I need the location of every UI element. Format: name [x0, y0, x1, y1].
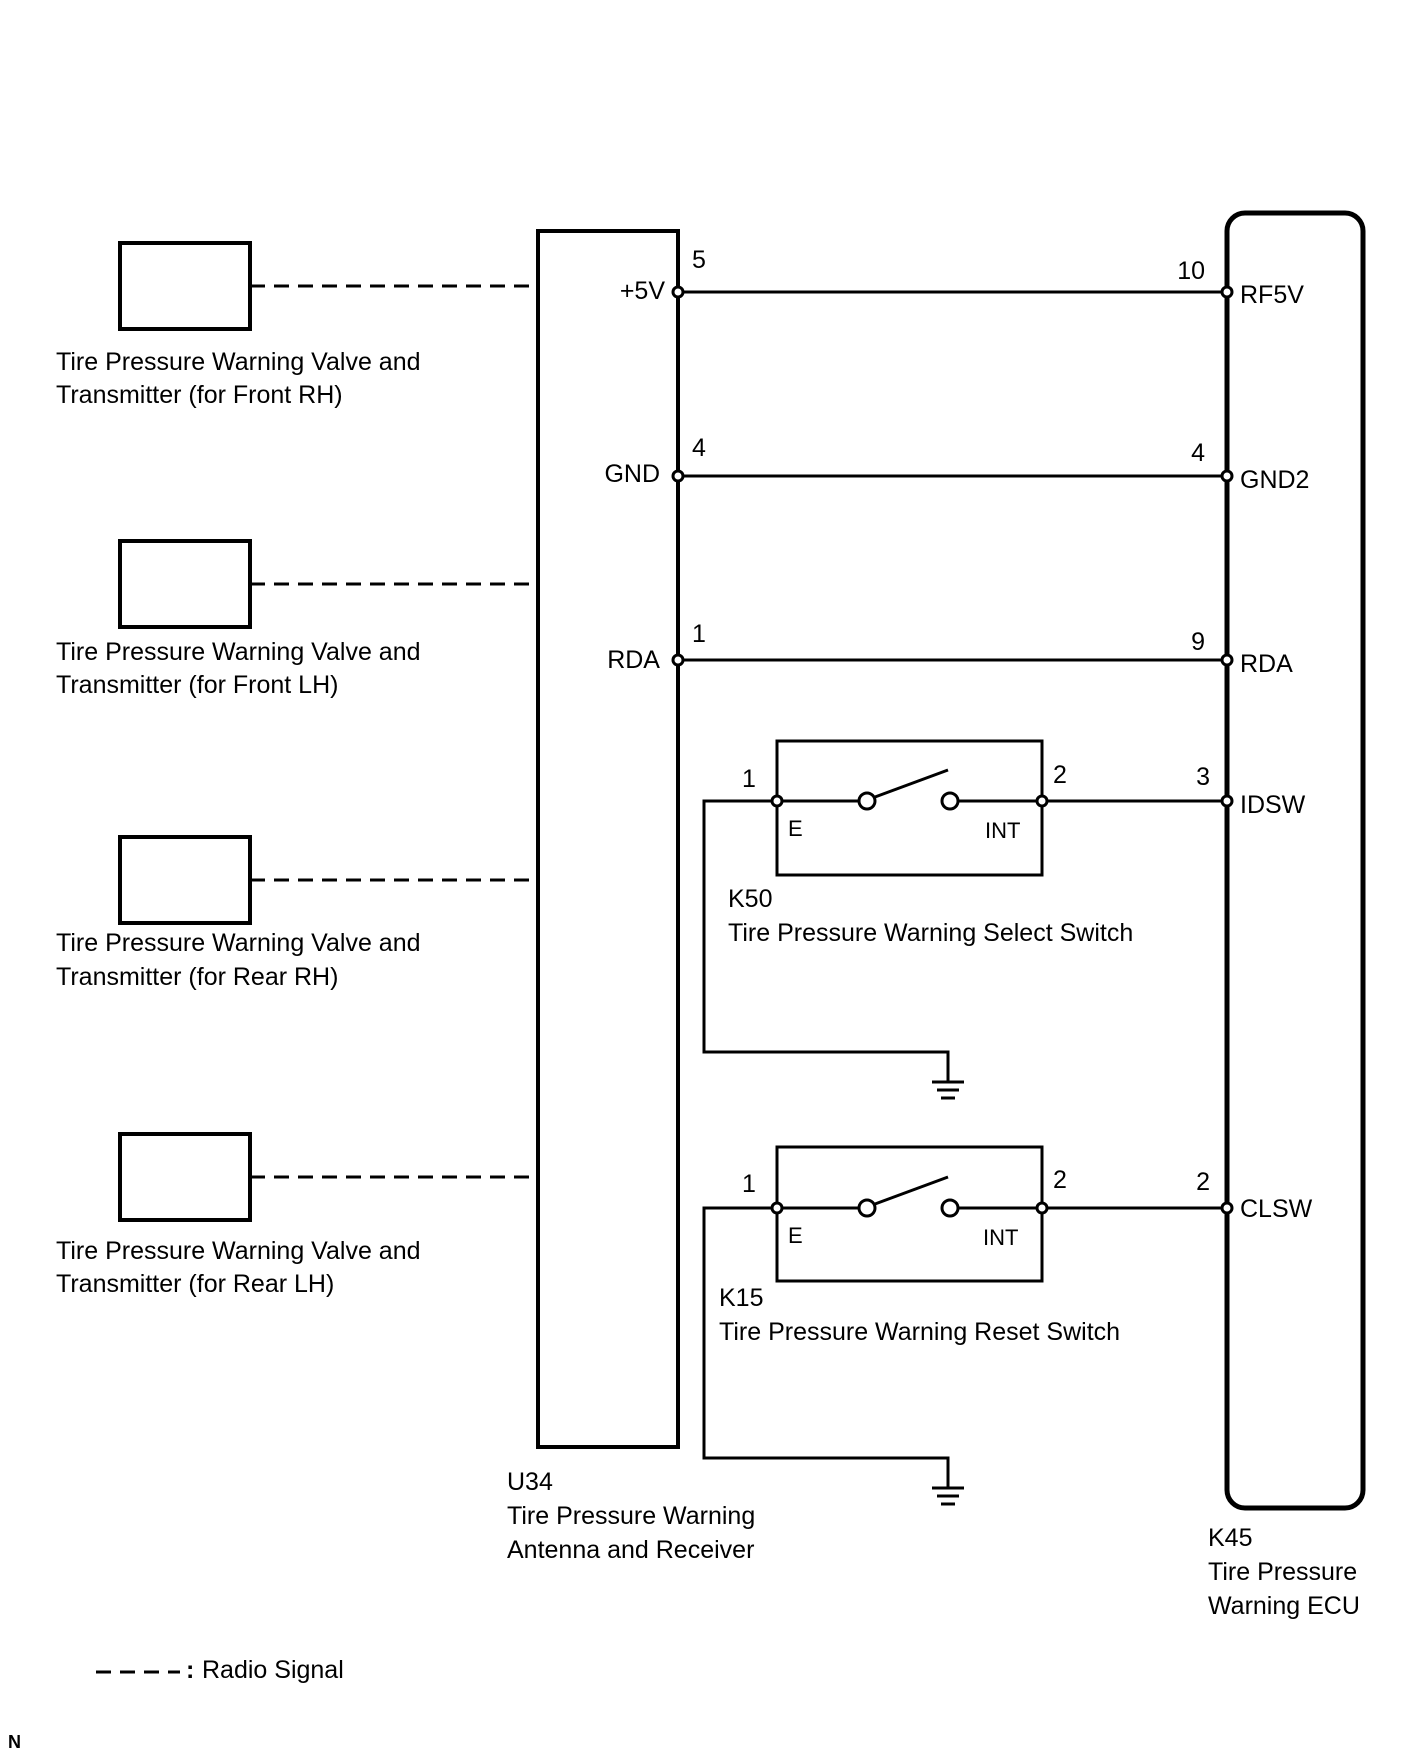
ecu-code: K45 [1208, 1524, 1252, 1552]
pin-marker [1220, 794, 1234, 808]
switch-k15: 1 2 E INT K15 Tire Pressure Warning Rese… [702, 1145, 1120, 1506]
ecu-terminal-gnd2: GND2 [1240, 466, 1309, 494]
pin-marker [1035, 794, 1049, 808]
ecu-label-line2: Warning ECU [1208, 1592, 1360, 1620]
switch-terminal-e: E [788, 816, 803, 841]
legend-separator: : [186, 1656, 194, 1684]
ecu-terminal-rda: RDA [1240, 650, 1293, 678]
ecu-terminal-rf5v: RF5V [1240, 281, 1304, 309]
switch-terminal-int: INT [983, 1225, 1018, 1250]
pin-marker [770, 1201, 784, 1215]
corner-mark: N [8, 1732, 21, 1752]
transmitter-rear-rh: Tire Pressure Warning Valve and Transmit… [56, 835, 538, 991]
connector-pins [671, 285, 1234, 1215]
transmitter-label-line2: Transmitter (for Front RH) [56, 381, 343, 409]
switch-blade [874, 1175, 949, 1206]
pin-marker [671, 653, 685, 667]
switch-box [775, 1145, 1044, 1283]
transmitter-box [118, 241, 252, 331]
receiver-code: U34 [507, 1468, 553, 1496]
switch-pin-right: 2 [1053, 1166, 1067, 1194]
receiver-label-line2: Antenna and Receiver [507, 1536, 754, 1564]
pin-marker [671, 285, 685, 299]
receiver-terminal-gnd: GND [604, 460, 660, 488]
ground-symbol [932, 1080, 964, 1100]
transmitter-rear-lh: Tire Pressure Warning Valve and Transmit… [56, 1132, 538, 1298]
receiver-terminal-5v: +5V [620, 277, 666, 305]
transmitter-label-line2: Transmitter (for Rear RH) [56, 963, 338, 991]
switch-contact [857, 1198, 877, 1218]
switch-pin-right: 2 [1053, 761, 1067, 789]
receiver-label-line1: Tire Pressure Warning [507, 1502, 755, 1530]
ecu-pin-10: 10 [1177, 257, 1205, 285]
switch-pin-left: 1 [742, 1170, 756, 1198]
transmitter-label-line2: Transmitter (for Front LH) [56, 671, 338, 699]
ecu-pin-4: 4 [1191, 439, 1205, 467]
receiver-pin-1: 1 [692, 620, 706, 648]
receiver-box [536, 229, 680, 1449]
switch-terminal-int: INT [985, 818, 1020, 843]
transmitter-front-rh: Tire Pressure Warning Valve and Transmit… [56, 241, 538, 409]
ecu-pin-9: 9 [1191, 628, 1205, 656]
transmitter-label-line1: Tire Pressure Warning Valve and [56, 1237, 421, 1265]
switch-code: K15 [719, 1284, 763, 1312]
switch-contact [940, 791, 960, 811]
ecu-terminal-clsw: CLSW [1240, 1195, 1313, 1223]
ground-symbol [932, 1486, 964, 1506]
switch-pin-left: 1 [742, 765, 756, 793]
ecu-box [1224, 210, 1366, 1511]
pin-marker [1220, 653, 1234, 667]
ecu-k45: RF5V GND2 RDA IDSW CLSW 10 4 9 3 2 K45 T… [1177, 210, 1366, 1620]
switch-ground-wire [702, 799, 950, 1082]
ecu-pin-3: 3 [1196, 763, 1210, 791]
pin-marker [1035, 1201, 1049, 1215]
pin-marker [671, 469, 685, 483]
switch-box [775, 739, 1044, 877]
switch-k50: 1 2 E INT K50 Tire Pressure Warning Sele… [702, 739, 1133, 1100]
pin-marker [770, 794, 784, 808]
receiver-terminal-rda: RDA [607, 646, 660, 674]
wires [678, 290, 1227, 1210]
transmitter-label-line1: Tire Pressure Warning Valve and [56, 929, 421, 957]
switch-terminal-e: E [788, 1223, 803, 1248]
pin-marker [1220, 469, 1234, 483]
switch-name: Tire Pressure Warning Select Switch [728, 919, 1133, 947]
pin-marker [1220, 1201, 1234, 1215]
transmitter-label-line1: Tire Pressure Warning Valve and [56, 348, 421, 376]
transmitter-label-line1: Tire Pressure Warning Valve and [56, 638, 421, 666]
ecu-terminal-idsw: IDSW [1240, 791, 1306, 819]
transmitter-box [118, 539, 252, 629]
switch-blade [874, 768, 949, 799]
legend: : Radio Signal [96, 1656, 344, 1684]
switch-code: K50 [728, 885, 772, 913]
receiver-pin-5: 5 [692, 246, 706, 274]
ecu-label-line1: Tire Pressure [1208, 1558, 1357, 1586]
ecu-pin-2: 2 [1196, 1168, 1210, 1196]
transmitter-box [118, 835, 252, 925]
transmitter-label-line2: Transmitter (for Rear LH) [56, 1270, 334, 1298]
receiver-pin-4: 4 [692, 434, 706, 462]
switch-contact [940, 1198, 960, 1218]
legend-text: Radio Signal [202, 1656, 344, 1684]
switch-ground-wire [702, 1206, 950, 1488]
receiver-u34: +5V GND RDA 5 4 1 U34 Tire Pressure Warn… [507, 229, 755, 1564]
pin-marker [1220, 285, 1234, 299]
switch-contact [857, 791, 877, 811]
switch-name: Tire Pressure Warning Reset Switch [719, 1318, 1120, 1346]
transmitter-box [118, 1132, 252, 1222]
transmitter-front-lh: Tire Pressure Warning Valve and Transmit… [56, 539, 538, 699]
